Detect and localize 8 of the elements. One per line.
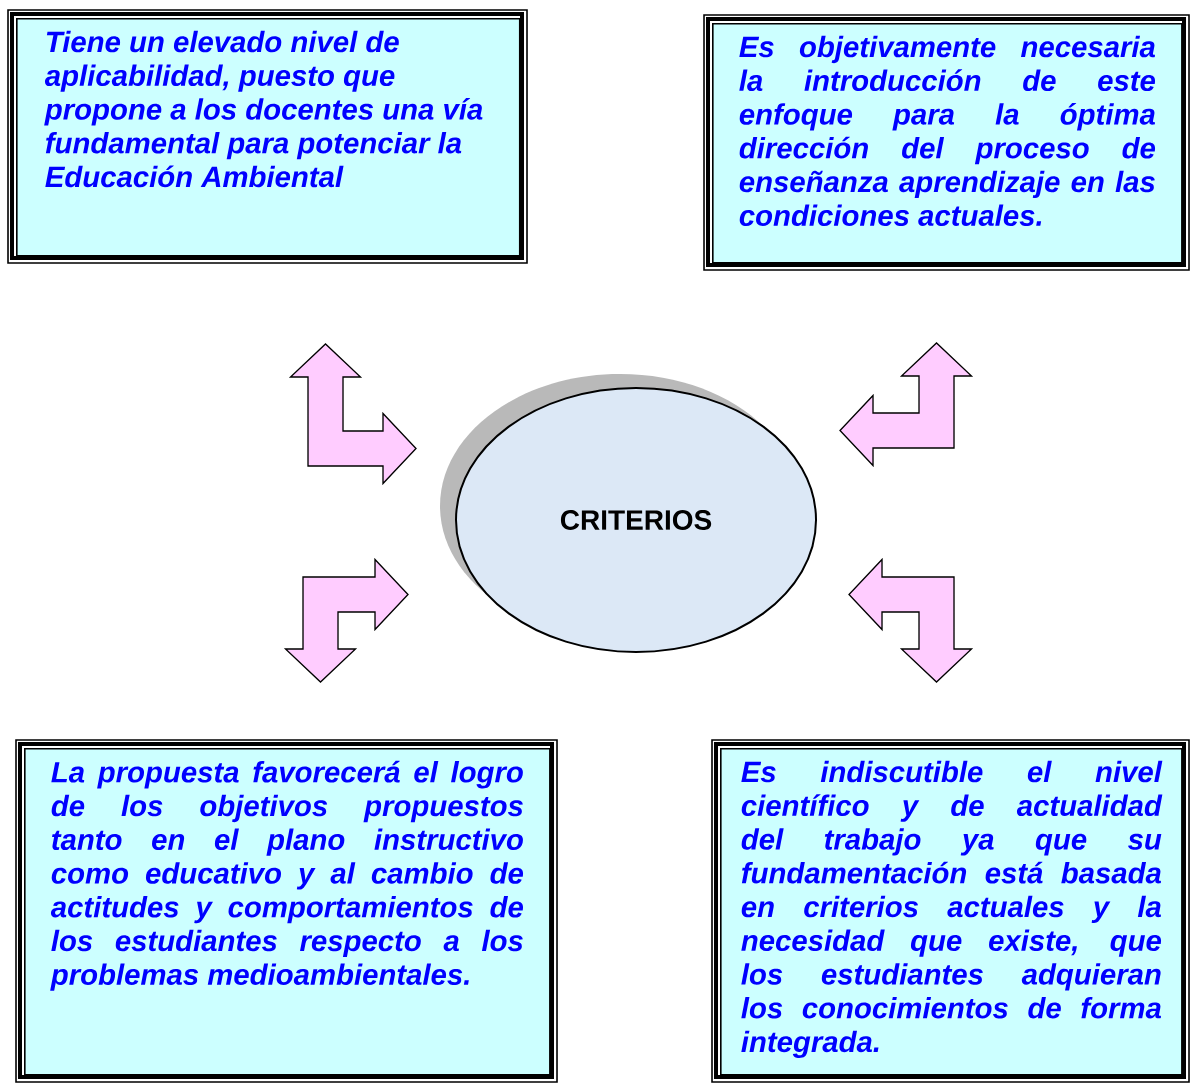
text-box: Es indiscutible el nivel científico y de actualidad del trabajo ya que su fundamentación está basada en criterios actuales y la necesidad que existe, que los estudiantes adquieran los conocimientos de forma integrada.: [711, 739, 1190, 1083]
text-box: La propuesta favorecerá el logro de los objetivos propuestos tanto en el plano instructivo como educativo y al cambio de actitudes y comportamientos de los estudiantes respecto a los problemas medioambientales.: [15, 739, 558, 1083]
bent-arrow: [283, 557, 409, 683]
bent-arrow: [839, 342, 974, 468]
text-box: Es objetivamente necesaria la introducción de este enfoque para la óptima dirección del proceso de enseñanza aprendizaje en las condiciones actuales.: [703, 14, 1190, 271]
bent-arrow: [288, 343, 417, 486]
text-box: Tiene un elevado nivel de aplicabilidad, puesto que propone a los docentes una vía fundamental para potenciar la Educación Ambiental: [7, 9, 528, 264]
bent-arrow: [848, 557, 974, 683]
